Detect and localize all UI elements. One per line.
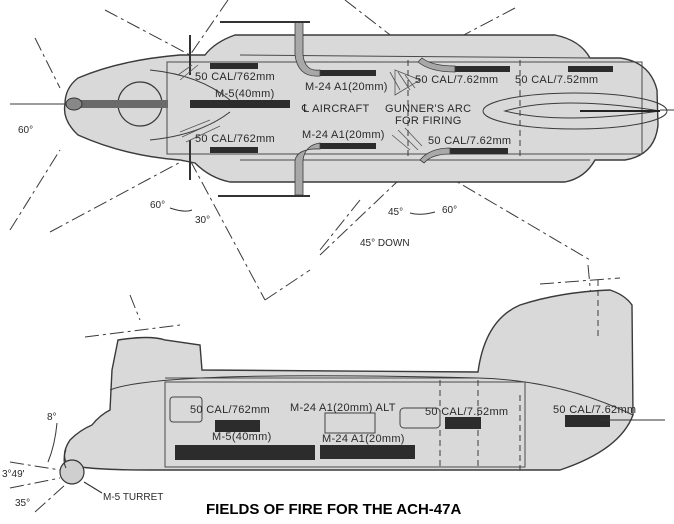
- m24-lower-ammo-belt: [294, 142, 321, 196]
- fire-line: [319, 159, 421, 256]
- m5-ammo-tray: [175, 445, 315, 460]
- angle-arc: [169, 207, 193, 212]
- label-side-cal50-front: 50 CAL/762mm: [190, 404, 270, 416]
- ammo-belt: [419, 147, 451, 164]
- label-gunners-arc: GUNNER'S ARC: [385, 103, 471, 115]
- cal50-rear-upper-gun: [568, 66, 613, 72]
- rear-gun-arc: [482, 92, 668, 130]
- label-cal50-rear-upper: 50 CAL/7.52mm: [515, 74, 598, 86]
- label-m24-upper: M-24 A1(20mm): [305, 81, 388, 93]
- fire-line: [104, 9, 191, 56]
- arc-guide: [149, 69, 231, 101]
- fire-line: [129, 294, 141, 321]
- cal50-front-side-gun: [215, 420, 260, 432]
- fire-line: [539, 277, 621, 285]
- label-side-m24: M-24 A1(20mm): [322, 433, 405, 445]
- fire-line: [319, 199, 361, 251]
- arc-guide: [149, 111, 231, 141]
- label-cal50-front-upper: 50 CAL/762mm: [195, 71, 275, 83]
- fire-line: [189, 0, 229, 56]
- label-m24-lower: M-24 A1(20mm): [302, 129, 385, 141]
- angle-arc-up: [47, 422, 58, 463]
- angle-side-down: 35°: [15, 498, 30, 509]
- gunners-arc-hatching: [177, 64, 423, 151]
- fire-line: [49, 157, 189, 233]
- turret-arm: [63, 449, 67, 469]
- side-fuselage: [63, 289, 634, 471]
- angle-side-lateral: 3°49': [2, 469, 25, 480]
- label-side-m24-alt: M-24 A1(20mm) ALT: [290, 402, 396, 414]
- label-for-firing: FOR FIRING: [395, 115, 462, 127]
- label-side-cal50-rear: 50 CAL/7.62mm: [553, 404, 636, 416]
- fire-line: [84, 324, 181, 338]
- top-view: 50 CAL/762mm M-5(40mm) 50 CAL/762mm M-24…: [9, 0, 674, 301]
- angle-arc: [409, 211, 436, 215]
- m24-side-gun: [320, 445, 415, 459]
- label-aircraft-centerline: ℄ AIRCRAFT: [301, 103, 370, 115]
- label-m5-turret: M-5 TURRET: [103, 492, 163, 503]
- fire-line: [9, 461, 61, 471]
- cal50-mid-upper-gun: [455, 66, 510, 72]
- fire-line: [9, 149, 61, 231]
- fire-line: [9, 477, 61, 489]
- m5-turret-side: [59, 459, 85, 485]
- m24-alt-station: [324, 412, 376, 434]
- cal50-rear-side-gun: [565, 415, 610, 427]
- fire-line: [34, 484, 66, 513]
- side-view: 50 CAL/762mm M-24 A1(20mm) ALT 50 CAL/7.…: [2, 264, 665, 513]
- m5-gun: [190, 100, 290, 108]
- angle-mid-lower-a: 45°: [388, 207, 403, 218]
- fire-line: [419, 7, 516, 59]
- angle-45-down: 45° DOWN: [360, 238, 410, 249]
- angle-mid-lower-b: 60°: [442, 205, 457, 216]
- m5-barrel: [68, 100, 168, 108]
- cal50-mid-station: [399, 407, 441, 429]
- angle-side-up: 8°: [47, 412, 57, 423]
- cal50-front-upper-gun: [210, 63, 258, 69]
- label-cal50-front-lower: 50 CAL/762mm: [195, 133, 275, 145]
- m24-lower-gun: [320, 143, 376, 149]
- gun-station: [169, 396, 203, 423]
- cal50-mid-side-gun: [445, 417, 481, 429]
- angle-nose: 60°: [18, 125, 33, 136]
- fuselage-contour: [109, 375, 634, 416]
- m24-upper-gun: [320, 70, 376, 76]
- label-side-cal50-mid: 50 CAL/7.52mm: [425, 406, 508, 418]
- label-side-m5: M-5(40mm): [212, 431, 272, 443]
- label-cal50-mid-upper: 50 CAL/7.62mm: [415, 74, 498, 86]
- diagram-title: FIELDS OF FIRE FOR THE ACH-47A: [206, 501, 461, 518]
- turret-leader: [83, 481, 103, 494]
- angle-front-lower-a: 60°: [150, 200, 165, 211]
- m5-turret: [65, 97, 83, 111]
- fire-line: [34, 37, 61, 89]
- ammo-belt: [417, 57, 456, 73]
- fire-line: [189, 159, 266, 301]
- label-cal50-mid-lower: 50 CAL/7.62mm: [428, 135, 511, 147]
- cal50-mid-lower-gun: [450, 148, 508, 154]
- m24-upper-ammo-belt: [294, 21, 321, 77]
- label-m5: M-5(40mm): [215, 88, 275, 100]
- side-cabin-outline: [164, 381, 526, 468]
- angle-front-lower-b: 30°: [195, 215, 210, 226]
- fire-line: [264, 269, 311, 301]
- cal50-front-lower-gun: [210, 147, 258, 153]
